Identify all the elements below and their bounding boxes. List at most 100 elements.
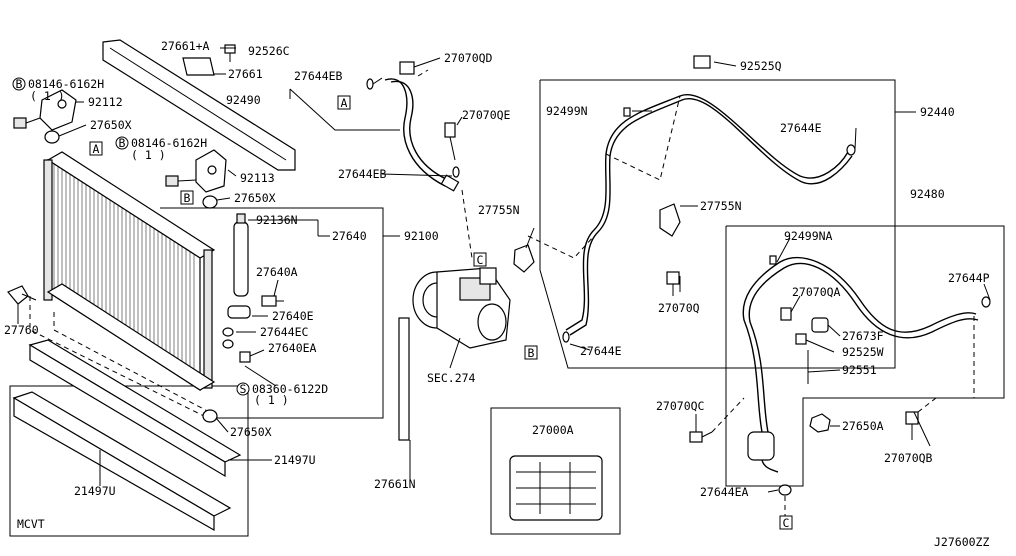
clip-27673f	[811, 317, 829, 333]
label-27640[interactable]: 27640	[332, 229, 367, 243]
receiver-drier-27640	[222, 213, 284, 363]
label-27673f[interactable]: 27673F	[842, 329, 884, 343]
label-08146-a[interactable]: 08146-6162H	[28, 77, 104, 91]
sensor-27760	[7, 285, 37, 305]
label-27644eb-b[interactable]: 27644EB	[338, 167, 387, 181]
label-08146-b-qty: ( 1 )	[131, 148, 166, 162]
label-27640e[interactable]: 27640E	[272, 309, 314, 323]
label-27760[interactable]: 27760	[4, 323, 39, 337]
box-92100	[160, 207, 384, 419]
label-27644p[interactable]: 27644P	[948, 271, 990, 285]
label-27644e-b[interactable]: 27644E	[580, 344, 622, 358]
leader-lines	[17, 47, 991, 493]
clip-27755n-b	[659, 203, 681, 237]
connector-c-1[interactable]: C	[477, 253, 484, 267]
label-92100[interactable]: 92100	[404, 229, 439, 243]
label-92490[interactable]: 92490	[226, 93, 261, 107]
label-27070qc[interactable]: 27070QC	[656, 399, 705, 413]
label-08146-b[interactable]: 08146-6162H	[131, 136, 207, 150]
hose-92480	[742, 256, 979, 473]
o-ring-27644eb-b	[452, 166, 460, 178]
connector-a-1[interactable]: A	[93, 142, 100, 156]
label-27644e-a[interactable]: 27644E	[780, 121, 822, 135]
valve-27070qe	[444, 122, 456, 161]
condenser-fins	[53, 164, 195, 383]
label-92551[interactable]: 92551	[842, 363, 877, 377]
air-guide-21497u-upper	[28, 339, 242, 478]
label-sec274[interactable]: SEC.274	[427, 371, 476, 385]
label-27661n[interactable]: 27661N	[374, 477, 416, 491]
clip-92525q	[693, 55, 711, 69]
connector-b-circle-1: B	[16, 77, 23, 91]
label-08146-a-qty: ( 1 )	[30, 89, 65, 103]
box-92480	[725, 225, 1005, 487]
label-27661[interactable]: 27661	[228, 67, 263, 81]
mount-rubber-27650x-a	[44, 130, 60, 144]
label-08360-qty: ( 1 )	[254, 393, 289, 407]
bracket-92112	[13, 89, 77, 131]
label-21497u-a[interactable]: 21497U	[274, 453, 316, 467]
label-92526c[interactable]: 92526C	[248, 44, 290, 58]
connector-b-circle-2: B	[119, 136, 126, 150]
condenser	[43, 151, 216, 392]
diagram-id: J27600ZZ	[934, 535, 989, 549]
label-27650x-a[interactable]: 27650X	[90, 118, 132, 132]
connector-c-2[interactable]: C	[783, 516, 790, 530]
label-27070qb[interactable]: 27070QB	[884, 451, 933, 465]
connector-b-2[interactable]: B	[528, 346, 535, 360]
mount-rubber-27650x-c	[202, 409, 218, 423]
label-27650a[interactable]: 27650A	[842, 419, 884, 433]
mount-rubber-27650x-b	[202, 195, 218, 209]
label-92525q[interactable]: 92525Q	[740, 59, 782, 73]
label-08360[interactable]: 08360-6122D	[252, 382, 328, 396]
air-guide-21497u-lower	[12, 391, 232, 532]
label-27644ec[interactable]: 27644EC	[260, 325, 309, 339]
label-92440[interactable]: 92440	[920, 105, 955, 119]
cap-92499n	[623, 107, 631, 117]
label-92113[interactable]: 92113	[240, 171, 275, 185]
label-27644eb-a[interactable]: 27644EB	[294, 69, 343, 83]
pipe-92440	[565, 93, 853, 336]
label-27640a[interactable]: 27640A	[256, 265, 298, 279]
bracket-92113	[165, 149, 227, 193]
label-27070q[interactable]: 27070Q	[658, 301, 700, 315]
label-27644ea[interactable]: 27644EA	[700, 485, 749, 499]
o-ring-27644ea	[778, 484, 792, 496]
o-ring-27644e-b	[562, 331, 570, 343]
label-92136n[interactable]: 92136N	[256, 213, 298, 227]
o-ring-27644eb-a	[366, 78, 374, 90]
label-27070qa[interactable]: 27070QA	[792, 285, 841, 299]
label-27640ea[interactable]: 27640EA	[268, 341, 317, 355]
box-92440	[539, 79, 896, 369]
connector-b-1[interactable]: B	[184, 191, 191, 205]
label-21497u-b[interactable]: 21497U	[74, 484, 116, 498]
box-mcvt	[9, 385, 249, 537]
box-27000a	[490, 407, 621, 535]
label-27650x-c[interactable]: 27650X	[230, 425, 272, 439]
o-ring-27644e-a	[846, 144, 856, 156]
connector-a-2[interactable]: A	[341, 96, 348, 110]
seal-27661n	[398, 317, 410, 441]
upper-seal-27661	[102, 39, 296, 171]
clip-92525w	[795, 333, 807, 345]
label-27070qe[interactable]: 27070QE	[462, 108, 511, 122]
label-92480[interactable]: 92480	[910, 187, 945, 201]
label-27755n-a[interactable]: 27755N	[478, 203, 520, 217]
cap-92499na	[769, 255, 777, 265]
label-27000a[interactable]: 27000A	[532, 423, 574, 437]
label-92499n[interactable]: 92499N	[546, 104, 588, 118]
label-92525w[interactable]: 92525W	[842, 345, 884, 359]
label-27650x-b[interactable]: 27650X	[234, 191, 276, 205]
label-27755n-b[interactable]: 27755N	[700, 199, 742, 213]
part-labels: 27661+A 92526C 27661 27644EB 27070QD 925…	[4, 39, 990, 549]
label-mcvt: MCVT	[17, 517, 45, 531]
label-92499na[interactable]: 92499NA	[784, 229, 833, 243]
hose-92490	[384, 61, 460, 192]
label-27661a[interactable]: 27661+A	[161, 39, 210, 53]
label-27070qd[interactable]: 27070QD	[444, 51, 493, 65]
clip-27755n-a	[513, 244, 535, 273]
o-ring-27644p	[981, 296, 991, 308]
bolt-92526c	[224, 44, 236, 62]
label-92112[interactable]: 92112	[88, 95, 123, 109]
